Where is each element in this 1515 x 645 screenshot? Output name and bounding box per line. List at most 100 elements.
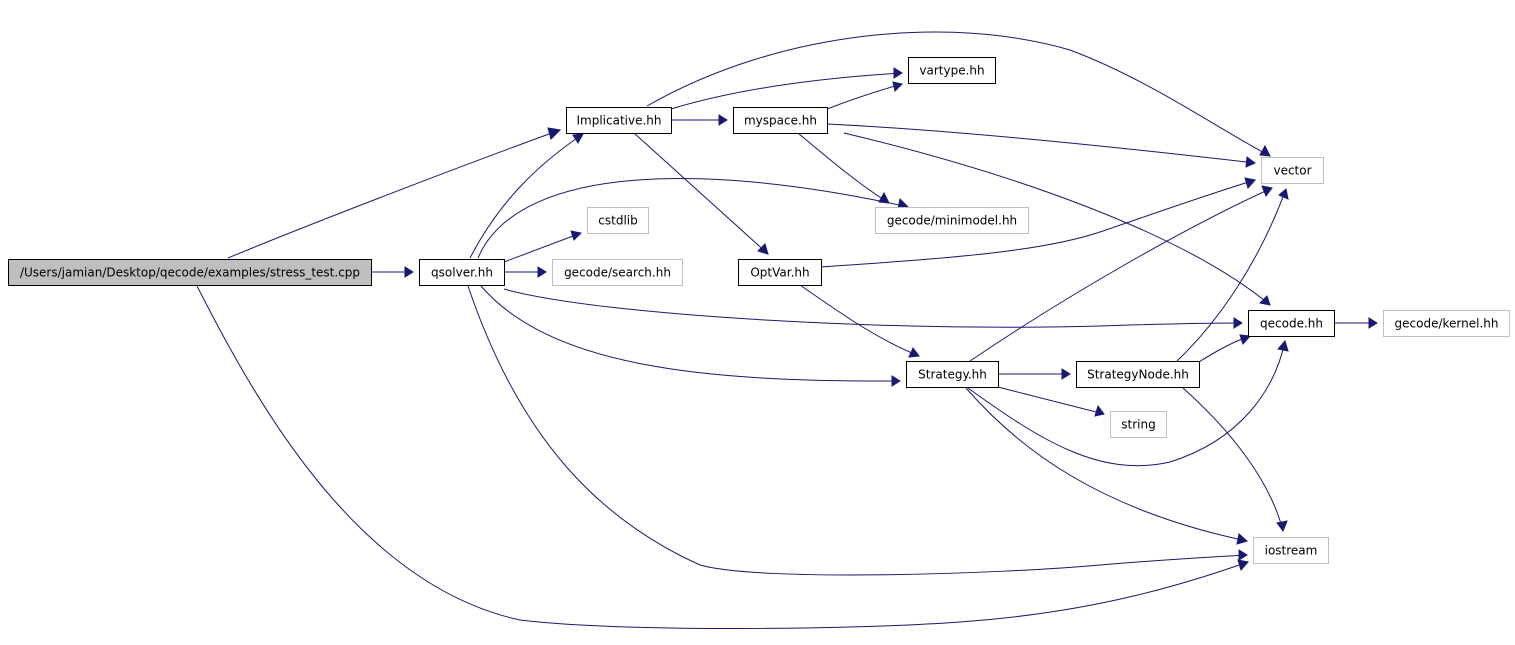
arrowhead: [572, 133, 584, 144]
edge-root-to-iostream: [196, 285, 1249, 629]
node-qsolver[interactable]: qsolver.hh: [419, 259, 505, 286]
node-vector[interactable]: vector: [1261, 157, 1324, 184]
edge-strategy-to-iostream: [965, 387, 1249, 545]
node-box[interactable]: [419, 259, 505, 286]
arrowhead: [908, 347, 920, 358]
node-box[interactable]: [566, 107, 672, 134]
node-box[interactable]: [1248, 310, 1335, 337]
node-label: qecode.hh: [1260, 317, 1323, 331]
node-box[interactable]: [1110, 411, 1167, 438]
edge-qsolver-to-search: [504, 266, 547, 278]
arrowhead: [1061, 368, 1071, 380]
edge-myspace-to-vartype: [826, 81, 903, 110]
edge-line: [467, 285, 1248, 576]
node-box[interactable]: [908, 57, 996, 84]
node-label: string: [1121, 418, 1155, 432]
edge-line: [503, 232, 582, 263]
node-search[interactable]: gecode/search.hh: [552, 259, 683, 286]
edge-line: [967, 340, 1286, 467]
edge-implicative-to-vector: [646, 31, 1271, 157]
arrowhead: [1245, 156, 1256, 168]
edge-myspace-to-vector: [826, 123, 1256, 168]
arrowhead: [757, 243, 769, 255]
edge-line: [477, 178, 909, 259]
node-box[interactable]: [552, 259, 683, 286]
node-box[interactable]: [906, 361, 999, 388]
node-kernel[interactable]: gecode/kernel.hh: [1383, 310, 1510, 337]
arrowhead: [1236, 533, 1249, 545]
node-box[interactable]: [1076, 361, 1200, 388]
edge-line: [969, 187, 1273, 362]
node-box[interactable]: [1261, 157, 1324, 184]
node-label: vartype.hh: [919, 64, 984, 78]
node-box[interactable]: [1253, 537, 1329, 564]
edge-qsolver-to-iostream: [467, 285, 1248, 576]
node-box[interactable]: [587, 207, 649, 234]
node-iostream[interactable]: iostream: [1253, 537, 1329, 564]
edge-line: [799, 284, 920, 357]
edge-implicative-to-optvar: [633, 132, 769, 255]
edge-strategynode-to-iostream: [1182, 387, 1288, 533]
edge-strategy-to-string: [997, 386, 1105, 417]
edge-line: [965, 387, 1248, 542]
edge-line: [797, 132, 890, 204]
node-vartype[interactable]: vartype.hh: [908, 57, 996, 84]
edge-root-to-implicative: [227, 127, 562, 259]
node-strategynode[interactable]: StrategyNode.hh: [1076, 361, 1200, 388]
arrowhead: [1238, 549, 1248, 561]
node-box[interactable]: [1383, 310, 1510, 337]
arrowhead: [1094, 404, 1105, 417]
arrowhead: [1244, 177, 1256, 190]
nodes-layer: /Users/jamian/Desktop/qecode/examples/st…: [8, 57, 1510, 564]
node-string[interactable]: string: [1110, 411, 1167, 438]
node-label: StrategyNode.hh: [1087, 368, 1189, 382]
node-box[interactable]: [738, 259, 822, 286]
arrowhead: [1261, 185, 1273, 198]
arrowhead: [1258, 295, 1271, 306]
arrowhead: [1259, 144, 1271, 157]
node-label: vector: [1273, 164, 1311, 178]
edge-strategynode-to-vector: [1176, 188, 1289, 362]
node-myspace[interactable]: myspace.hh: [733, 107, 828, 134]
edge-myspace-to-minimodel: [797, 132, 890, 204]
edge-qsolver-to-minimodel: [477, 178, 910, 259]
edge-line: [826, 123, 1256, 164]
arrowhead: [404, 266, 414, 278]
edge-line: [826, 83, 903, 110]
node-strategy[interactable]: Strategy.hh: [906, 361, 999, 388]
node-box[interactable]: [733, 107, 828, 134]
edge-optvar-to-vector: [820, 177, 1256, 268]
node-optvar[interactable]: OptVar.hh: [738, 259, 822, 286]
edge-strategy-to-vector: [969, 185, 1273, 362]
arrowhead: [878, 191, 890, 204]
node-root[interactable]: /Users/jamian/Desktop/qecode/examples/st…: [8, 259, 372, 286]
edge-line: [820, 179, 1256, 268]
edge-strategynode-to-qecodehh: [1198, 334, 1252, 363]
edge-line: [480, 285, 901, 382]
arrowhead: [718, 114, 728, 126]
edge-optvar-to-strategy: [799, 284, 920, 358]
node-label: gecode/minimodel.hh: [887, 214, 1017, 228]
node-box[interactable]: [8, 259, 372, 286]
edge-line: [997, 386, 1105, 415]
node-cstdlib[interactable]: cstdlib: [587, 207, 649, 234]
node-label: gecode/search.hh: [564, 266, 671, 280]
node-label: Strategy.hh: [918, 368, 987, 382]
edge-line: [670, 72, 903, 110]
node-minimodel[interactable]: gecode/minimodel.hh: [875, 207, 1029, 234]
arrowhead: [1233, 317, 1243, 329]
edge-strategy-to-qecodehh: [967, 339, 1289, 467]
edge-root-to-qsolver: [371, 266, 414, 278]
arrowhead: [893, 67, 903, 79]
node-box[interactable]: [875, 207, 1029, 234]
node-label: /Users/jamian/Desktop/qecode/examples/st…: [20, 266, 360, 280]
arrowhead: [892, 81, 903, 92]
node-qecodehh[interactable]: qecode.hh: [1248, 310, 1335, 337]
node-label: Implicative.hh: [576, 114, 661, 128]
node-label: qsolver.hh: [431, 266, 493, 280]
node-implicative[interactable]: Implicative.hh: [566, 107, 672, 134]
edge-qsolver-to-cstdlib: [503, 230, 583, 263]
arrowhead: [1239, 334, 1252, 345]
edge-line: [1176, 188, 1287, 362]
